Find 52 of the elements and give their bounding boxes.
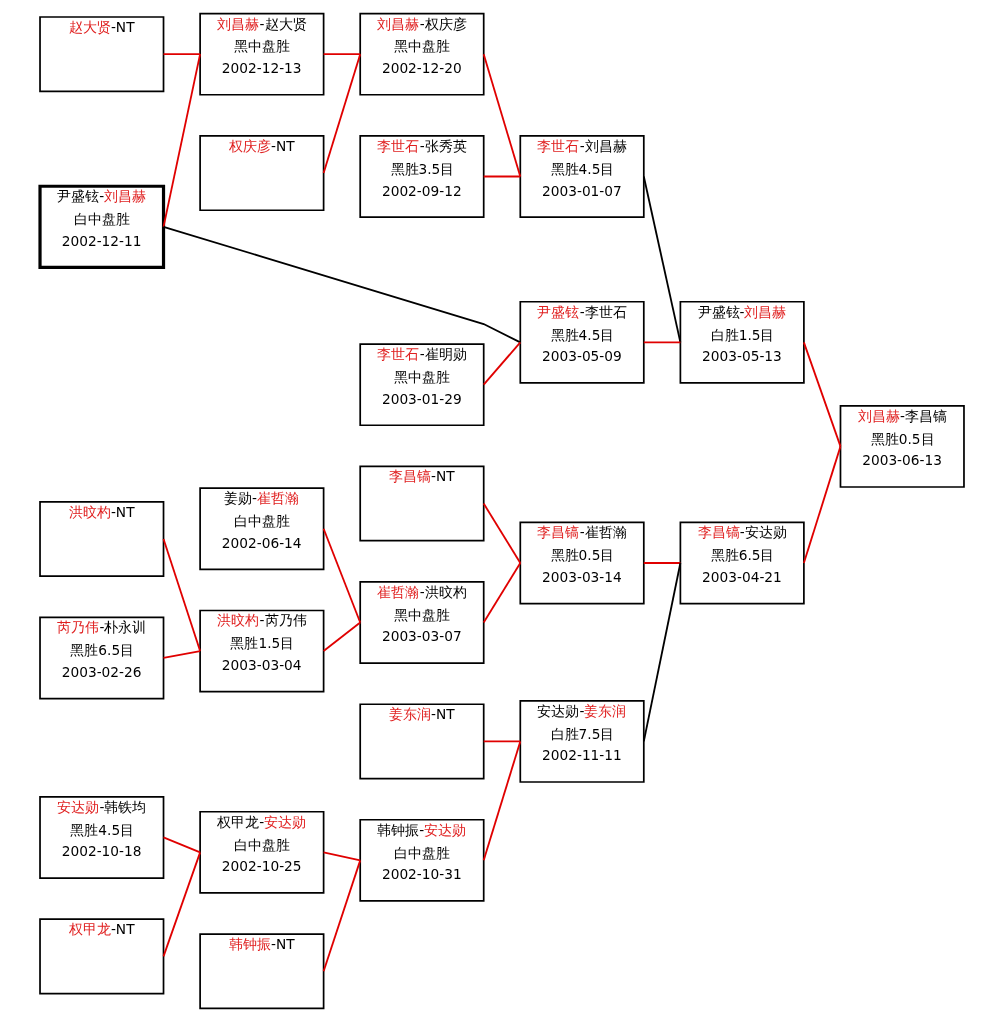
- connector: [642, 175, 682, 343]
- node-box: 洪旼杓-NT: [39, 500, 165, 577]
- connector: [162, 52, 202, 55]
- connector: [162, 225, 522, 343]
- connector: [482, 740, 522, 861]
- connector: [322, 52, 362, 174]
- node-box: 洪旼杓-芮乃伟 黑胜1.5目 2003-03-04: [199, 609, 325, 693]
- node-box: 李世石-张秀英 黑胜3.5目 2002-09-12: [359, 134, 485, 218]
- connector: [322, 850, 362, 861]
- node-box: 安达勋-韩铁均 黑胜4.5目 2002-10-18: [39, 795, 165, 879]
- connector: [482, 175, 522, 177]
- node-box: 李昌镐-安达勋 黑胜6.5目 2003-04-21: [679, 521, 805, 604]
- node-box: 李昌镐-NT: [359, 465, 485, 542]
- connector: [322, 527, 362, 623]
- connector: [162, 537, 202, 652]
- connector: [802, 444, 842, 564]
- connector: [482, 561, 522, 623]
- node-box: 韩钟振-NT: [199, 932, 325, 1009]
- connector: [482, 502, 522, 564]
- connector: [162, 836, 202, 853]
- connector: [162, 850, 202, 957]
- connector: [642, 340, 682, 343]
- node-box: 刘昌赫-李昌镐 黑胜0.5目 2003-06-13: [839, 404, 965, 488]
- node-box: 李世石-崔明勋 黑中盘胜 2003-01-29: [359, 342, 485, 426]
- node-box: 赵大贤-NT: [39, 15, 165, 92]
- node-box: 安达勋-姜东润 白胜7.5目 2002-11-11: [519, 699, 645, 783]
- connector: [322, 858, 362, 972]
- connector: [642, 561, 682, 564]
- connector: [322, 52, 362, 55]
- node-box: 李昌镐-崔哲瀚 黑胜0.5目 2003-03-14: [519, 521, 645, 604]
- node-box: 尹盛铉-刘昌赫 白中盘胜 2002-12-11: [38, 184, 166, 269]
- node-box: 姜勋-崔哲瀚 白中盘胜 2002-06-14: [199, 486, 325, 570]
- connector: [322, 621, 362, 652]
- node-box: 李世石-刘昌赫 黑胜4.5目 2003-01-07: [519, 134, 645, 218]
- node-box: 刘昌赫-权庆彦 黑中盘胜 2002-12-20: [359, 12, 485, 96]
- node-box: 姜东润-NT: [359, 702, 485, 779]
- connector: [802, 340, 842, 447]
- connector: [642, 561, 682, 742]
- node-box: 芮乃伟-朴永训 黑胜6.5目 2003-02-26: [39, 616, 165, 699]
- node-box: 崔哲瀚-洪旼杓 黑中盘胜 2003-03-07: [359, 580, 485, 664]
- node-box: 权甲龙-安达勋 白中盘胜 2002-10-25: [199, 810, 325, 894]
- node-box: 权甲龙-NT: [39, 917, 165, 994]
- connector: [162, 52, 202, 228]
- node-box: 尹盛铉-李世石 黑胜4.5目 2003-05-09: [519, 300, 645, 384]
- node-box: 韩钟振-安达勋 白中盘胜 2002-10-31: [359, 818, 485, 902]
- connector: [482, 340, 522, 386]
- node-box: 权庆彦-NT: [199, 134, 325, 211]
- node-box: 尹盛铉-刘昌赫 白胜1.5目 2003-05-13: [679, 300, 805, 384]
- node-box: 刘昌赫-赵大贤 黑中盘胜 2002-12-13: [199, 12, 325, 96]
- connector: [162, 649, 202, 659]
- connector: [482, 740, 522, 742]
- connector: [482, 52, 522, 177]
